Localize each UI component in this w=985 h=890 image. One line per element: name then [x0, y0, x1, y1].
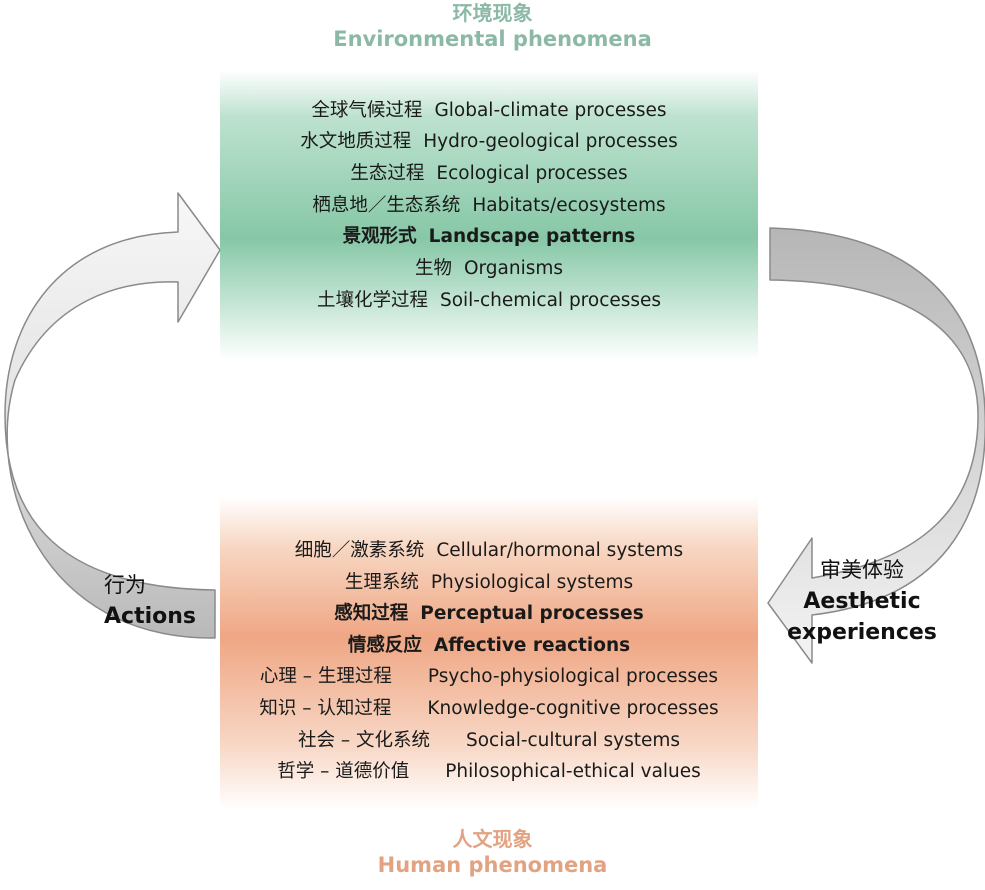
environmental-title-zh: 环境现象 — [452, 1, 533, 25]
human-item-zh: 心理 – 生理过程 — [259, 666, 392, 687]
human-item-en: Philosophical-ethical values — [445, 761, 701, 782]
human-item-en: Knowledge-cognitive processes — [427, 698, 719, 719]
aesthetic-label-zh: 审美体验 — [820, 558, 904, 582]
env-item-en: Global-climate processes — [434, 100, 667, 121]
human-item-zh: 社会 – 文化系统 — [297, 730, 430, 751]
human-item-en: Psycho-physiological processes — [427, 666, 719, 687]
human-item-affective: 情感反应 Affective reactions — [220, 634, 758, 658]
actions-label: 行为 Actions — [104, 570, 196, 632]
human-title-zh: 人文现象 — [452, 827, 533, 851]
env-item-organisms: 生物 Organisms — [220, 257, 758, 281]
env-item-zh: 土壤化学过程 — [316, 290, 428, 311]
actions-cycle-arrow — [4, 192, 221, 639]
human-panel: 细胞／激素系统 Cellular/hormonal systems 生理系统 Phy… — [220, 497, 758, 809]
human-title: 人文现象 Human phenomena — [0, 826, 985, 879]
human-item-zh: 生理系统 — [344, 572, 419, 593]
human-item-cellular: 细胞／激素系统 Cellular/hormonal systems — [220, 539, 758, 563]
env-item-hydro-geological: 水文地质过程 Hydro-geological processes — [220, 130, 758, 154]
aesthetic-label-en: Aesthetic experiences — [787, 589, 937, 645]
human-item-en: Affective reactions — [433, 635, 631, 656]
human-item-physiological: 生理系统 Physiological systems — [220, 571, 758, 595]
env-item-landscape-patterns: 景观形式 Landscape patterns — [220, 225, 758, 249]
env-item-zh: 生态过程 — [350, 163, 425, 184]
env-item-soil-chemical: 土壤化学过程 Soil-chemical processes — [220, 289, 758, 313]
env-item-ecological: 生态过程 Ecological processes — [220, 162, 758, 186]
env-item-en: Hydro-geological processes — [423, 131, 678, 152]
human-item-en: Cellular/hormonal systems — [436, 540, 684, 561]
aesthetic-label: 审美体验 Aesthetic experiences — [772, 555, 952, 648]
environmental-panel: 全球气候过程 Global-climate processes 水文地质过程 Hyd… — [220, 70, 758, 360]
human-item-perceptual: 感知过程 Perceptual processes — [220, 602, 758, 626]
human-item-social-cultural: 社会 – 文化系统 Social-cultural systems — [220, 729, 758, 753]
human-item-zh: 哲学 – 道德价值 — [277, 761, 410, 782]
env-item-en: Ecological processes — [436, 163, 628, 184]
env-item-en: Soil-chemical processes — [439, 290, 662, 311]
env-item-en: Organisms — [463, 258, 564, 279]
human-item-en: Perceptual processes — [420, 603, 644, 624]
env-item-en: Landscape patterns — [428, 226, 636, 247]
actions-label-en: Actions — [104, 604, 196, 629]
env-item-zh: 全球气候过程 — [311, 100, 423, 121]
env-item-en: Habitats/ecosystems — [472, 195, 666, 216]
human-item-zh: 感知过程 — [334, 603, 409, 624]
human-item-philosophical-ethical: 哲学 – 道德价值 Philosophical-ethical values — [220, 760, 758, 784]
human-item-knowledge-cognitive: 知识 – 认知过程 Knowledge-cognitive processes — [220, 697, 758, 721]
env-item-global-climate: 全球气候过程 Global-climate processes — [220, 99, 758, 123]
actions-label-zh: 行为 — [104, 573, 146, 597]
human-item-psycho-physiological: 心理 – 生理过程 Psycho-physiological processes — [220, 665, 758, 689]
human-item-zh: 知识 – 认知过程 — [259, 698, 392, 719]
environmental-title: 环境现象 Environmental phenomena — [0, 0, 985, 53]
environmental-title-en: Environmental phenomena — [333, 27, 652, 51]
human-item-zh: 细胞／激素系统 — [294, 540, 425, 561]
env-item-zh: 景观形式 — [342, 226, 417, 247]
env-item-zh: 水文地质过程 — [300, 131, 412, 152]
env-item-habitats: 栖息地／生态系统 Habitats/ecosystems — [220, 194, 758, 218]
human-item-en: Physiological systems — [430, 572, 634, 593]
human-item-en: Social-cultural systems — [465, 730, 681, 751]
human-title-en: Human phenomena — [377, 853, 608, 877]
aesthetic-cycle-arrow — [767, 227, 985, 664]
env-item-zh: 栖息地／生态系统 — [312, 195, 461, 216]
env-item-zh: 生物 — [414, 258, 452, 279]
human-item-zh: 情感反应 — [347, 635, 422, 656]
